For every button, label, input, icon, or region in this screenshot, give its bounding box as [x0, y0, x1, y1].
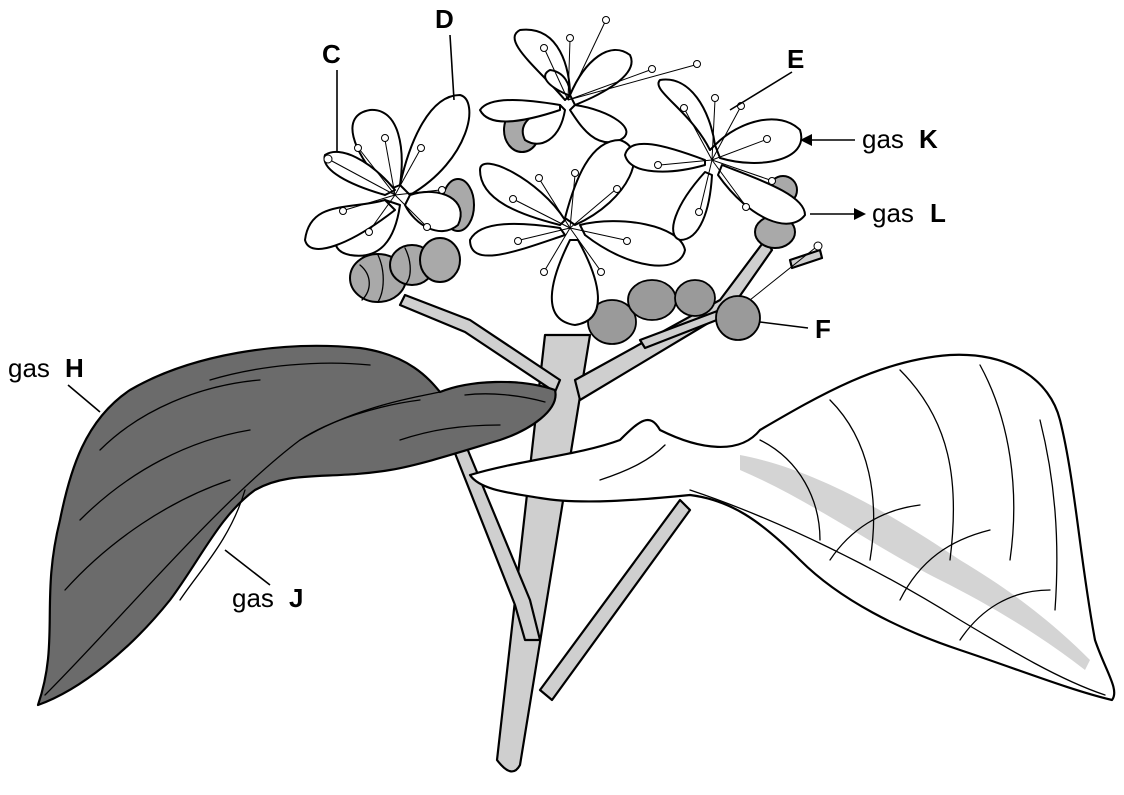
dark-leaf-blade	[38, 346, 556, 705]
pointer-J	[225, 550, 270, 585]
label-C: C	[322, 39, 341, 69]
bud-3	[420, 238, 460, 282]
label-H: H	[65, 353, 84, 383]
dark-leaf	[38, 346, 556, 705]
label-gas-H-word: gas	[8, 353, 50, 383]
arrow-L-head	[854, 208, 866, 220]
flower-top	[480, 30, 632, 144]
pointer-D	[450, 35, 454, 100]
label-gas-L-word: gas	[872, 198, 914, 228]
label-gas-J-word: gas	[232, 583, 274, 613]
pointer-E	[730, 72, 792, 110]
fruit-F	[716, 296, 760, 340]
pedicel-top	[790, 250, 822, 268]
label-gas-K-word: gas	[862, 124, 904, 154]
fruit-2	[628, 280, 676, 320]
fruit-3	[675, 280, 715, 316]
pointer-H	[68, 385, 100, 412]
label-F: F	[815, 314, 831, 344]
flower-left	[305, 95, 469, 256]
label-D: D	[435, 4, 454, 34]
label-J: J	[289, 583, 303, 613]
label-L: L	[930, 198, 946, 228]
label-K: K	[919, 124, 938, 154]
label-E: E	[787, 44, 804, 74]
right-branch-stem	[540, 500, 690, 700]
pointer-F	[760, 322, 808, 328]
